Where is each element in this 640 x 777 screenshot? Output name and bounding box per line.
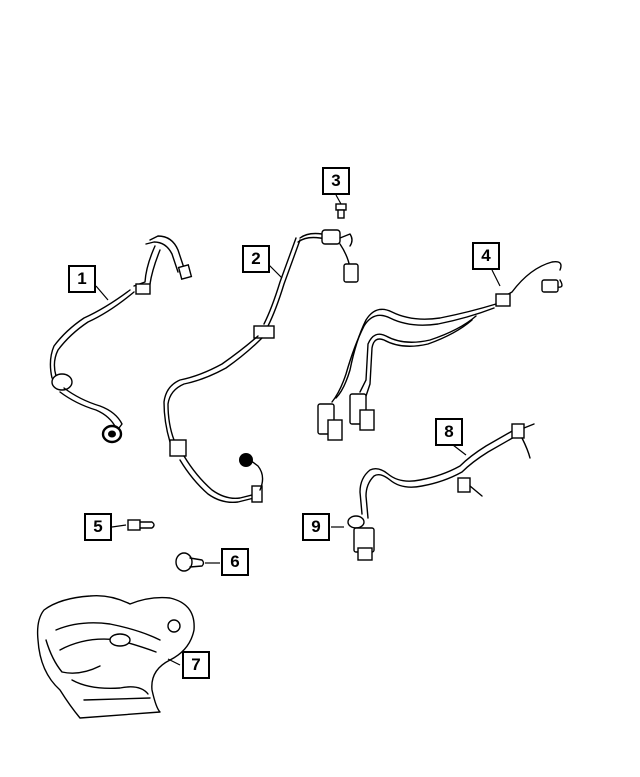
leader-line-1 [95,285,109,301]
callout-8-label: 8 [444,422,454,441]
callout-6[interactable]: 6 [221,548,249,576]
leader-line-8 [452,444,467,456]
hose-8-drawing [359,423,535,519]
callout-1[interactable]: 1 [68,265,96,293]
callout-3[interactable]: 3 [322,167,350,195]
bolt-6-drawing [175,552,205,572]
shield-7-drawing [36,594,195,719]
connector-9-drawing [347,515,375,561]
leader-line-2 [267,263,283,279]
hose-2-drawing [163,229,359,504]
callout-5-label: 5 [93,517,103,536]
callout-4-label: 4 [481,246,491,265]
callout-7-label: 7 [191,655,201,674]
callout-9[interactable]: 9 [302,513,330,541]
callout-2[interactable]: 2 [242,245,270,273]
callout-3-label: 3 [331,171,341,190]
callout-7[interactable]: 7 [182,651,210,679]
callout-9-label: 9 [311,517,321,536]
bolt-3-drawing [335,203,347,219]
leader-line-4 [491,269,501,287]
callout-4[interactable]: 4 [472,242,500,270]
leader-line-5 [111,524,127,528]
hose-4-drawing [317,260,563,441]
callout-8[interactable]: 8 [435,418,463,446]
callout-5[interactable]: 5 [84,513,112,541]
callout-6-label: 6 [230,552,240,571]
callout-2-label: 2 [251,249,261,268]
leader-line-3 [335,194,342,205]
callout-1-label: 1 [77,269,87,288]
bolt-5-drawing [127,519,155,531]
hose-1-drawing [49,235,193,444]
